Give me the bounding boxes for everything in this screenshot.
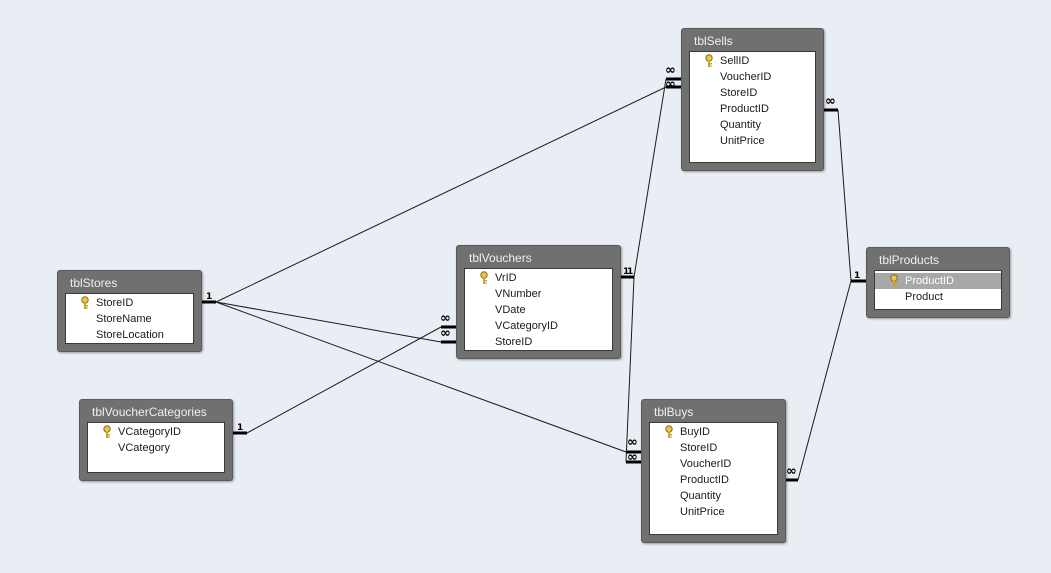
- table-title[interactable]: tblVoucherCategories: [92, 405, 207, 419]
- table-title[interactable]: tblStores: [70, 276, 118, 290]
- field-row-selected[interactable]: ProductID: [875, 273, 1001, 289]
- field-label: ProductID: [905, 275, 954, 287]
- field-row[interactable]: BuyID: [650, 424, 777, 440]
- field-row[interactable]: Quantity: [720, 119, 761, 131]
- field-row[interactable]: StoreLocation: [96, 329, 164, 341]
- field-row[interactable]: UnitPrice: [720, 135, 765, 147]
- rel-line-vouchers-sells[interactable]: [633, 78, 667, 278]
- rel-label-many-buys-products: ∞: [786, 464, 797, 479]
- table-tblvouchercategories[interactable]: tblVoucherCategories VCategoryID VCatego…: [79, 399, 233, 481]
- field-row[interactable]: StoreID: [720, 87, 758, 99]
- field-row[interactable]: StoreID: [680, 442, 718, 454]
- field-label: BuyID: [680, 426, 710, 438]
- field-label: SellID: [720, 55, 750, 67]
- rel-line-stores-vouchers[interactable]: [215, 301, 442, 343]
- relationship-lines: [215, 78, 852, 481]
- table-title[interactable]: tblProducts: [879, 253, 940, 267]
- key-icon: [890, 274, 898, 287]
- field-row[interactable]: VCategoryID: [88, 424, 224, 440]
- relationship-endpoints: [201, 77, 866, 482]
- field-row[interactable]: Product: [905, 291, 943, 303]
- rel-label-many-sells-a: ∞: [665, 63, 676, 78]
- field-row[interactable]: ProductID: [680, 474, 729, 486]
- field-row[interactable]: VCategory: [118, 442, 170, 454]
- rel-line-products-buys[interactable]: [797, 280, 852, 481]
- rel-label-many-buys-a: ∞: [627, 435, 638, 450]
- rel-line-stores-sells[interactable]: [215, 86, 667, 303]
- rel-label-one-products: 1: [854, 271, 861, 281]
- table-tblvouchers[interactable]: tblVouchers VrID VNumber VDate VCategory…: [456, 245, 621, 359]
- field-row[interactable]: Quantity: [680, 490, 721, 502]
- key-icon: [103, 425, 111, 438]
- field-label: VrID: [495, 272, 517, 284]
- key-icon: [705, 54, 713, 67]
- rel-line-vcategories-vouchers[interactable]: [246, 326, 442, 434]
- table-tblsells[interactable]: tblSells SellID VoucherID StoreID Produc…: [681, 28, 824, 171]
- field-row[interactable]: StoreName: [96, 313, 152, 325]
- rel-label-one-vcategories: 1: [237, 423, 244, 433]
- key-icon: [81, 296, 89, 309]
- field-label: VCategoryID: [118, 426, 181, 438]
- rel-label-many-sells-products: ∞: [825, 94, 836, 109]
- field-row[interactable]: StoreID: [66, 295, 193, 311]
- key-icon: [480, 271, 488, 284]
- rel-line-stores-buys[interactable]: [215, 301, 627, 453]
- field-list: SellID VoucherID StoreID ProductID Quant…: [689, 51, 816, 163]
- field-row[interactable]: VCategoryID: [495, 320, 558, 332]
- field-list: ProductID Product: [874, 270, 1002, 310]
- field-row[interactable]: VoucherID: [720, 71, 772, 83]
- rel-label-many-vouchers-a: ∞: [440, 311, 451, 326]
- rel-label-one-stores: 1: [206, 292, 213, 302]
- table-tblproducts[interactable]: tblProducts ProductID Product: [866, 247, 1010, 318]
- rel-label-many-sells-b: ∞: [665, 77, 676, 92]
- field-row[interactable]: UnitPrice: [680, 506, 725, 518]
- rel-line-vouchers-buys[interactable]: [625, 276, 635, 463]
- field-list: StoreID StoreName StoreLocation: [65, 293, 194, 344]
- field-label: StoreID: [96, 297, 134, 309]
- field-row[interactable]: SellID: [690, 53, 815, 69]
- field-list: VrID VNumber VDate VCategoryID StoreID: [464, 268, 613, 351]
- rel-line-products-sells[interactable]: [837, 109, 852, 282]
- field-row[interactable]: VDate: [495, 304, 526, 316]
- table-tblstores[interactable]: tblStores StoreID StoreName StoreLocatio…: [57, 270, 202, 352]
- field-list: VCategoryID VCategory: [87, 422, 225, 473]
- rel-label-one-vouchers-b: 1: [627, 267, 634, 277]
- table-title[interactable]: tblBuys: [654, 405, 694, 419]
- key-icon: [665, 425, 673, 438]
- field-row[interactable]: VoucherID: [680, 458, 732, 470]
- rel-label-many-buys-b: ∞: [627, 450, 638, 465]
- field-row[interactable]: StoreID: [495, 336, 533, 348]
- table-tblbuys[interactable]: tblBuys BuyID StoreID VoucherID ProductI…: [641, 399, 786, 543]
- rel-label-many-vouchers-b: ∞: [440, 326, 451, 341]
- table-title[interactable]: tblVouchers: [469, 251, 532, 265]
- rel-label-one-vouchers-a: 1: [623, 267, 630, 277]
- field-list: BuyID StoreID VoucherID ProductID Quanti…: [649, 422, 778, 535]
- field-row[interactable]: VrID: [465, 270, 612, 286]
- field-row[interactable]: VNumber: [495, 288, 542, 300]
- field-row[interactable]: ProductID: [720, 103, 769, 115]
- table-title[interactable]: tblSells: [694, 34, 733, 48]
